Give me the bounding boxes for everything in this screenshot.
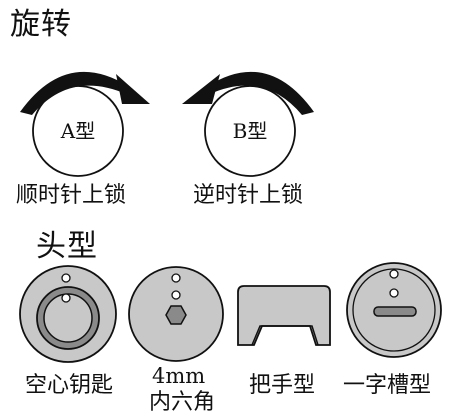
clockwise-arrow-icon bbox=[20, 71, 150, 115]
slot-head-icon bbox=[346, 262, 442, 358]
counterclockwise-arrow-icon bbox=[182, 71, 314, 115]
type-b-circle bbox=[204, 85, 296, 177]
slot-caption: 一字槽型 bbox=[343, 373, 432, 398]
clockwise-lock-caption: 顺时针上锁 bbox=[16, 183, 127, 208]
hex-size-caption: 4mm bbox=[152, 364, 206, 388]
hollow-key-caption: 空心钥匙 bbox=[25, 373, 114, 398]
handle-caption: 把手型 bbox=[249, 373, 316, 398]
head-type-heading: 头型 bbox=[36, 229, 98, 264]
type-b-label: B型 bbox=[232, 119, 268, 143]
handle-head-icon bbox=[237, 285, 331, 346]
type-a-label: A型 bbox=[60, 119, 96, 143]
counterclockwise-lock-caption: 逆时针上锁 bbox=[193, 183, 304, 208]
rotation-heading: 旋转 bbox=[10, 7, 72, 42]
hollow-key-head-icon bbox=[19, 265, 117, 363]
hex-socket-head-icon bbox=[128, 266, 224, 362]
hex-socket-caption: 内六角 bbox=[149, 390, 216, 415]
